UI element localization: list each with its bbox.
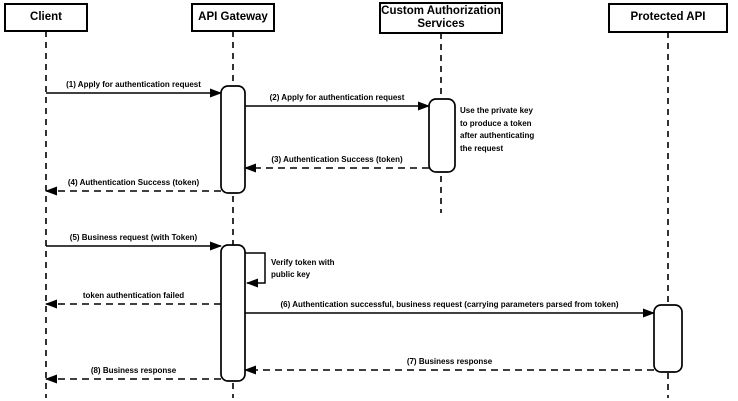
actor-title-client: Client [30,10,62,23]
actor-box-custom-authorization-services [379,2,503,34]
note-text: Use the private key to produce a token a… [460,106,535,153]
message-label-6: token authentication failed [82,291,185,300]
actor-box-client [4,3,88,32]
message-label-9: (8) Business response [90,366,177,375]
activation-bar-0 [220,85,246,194]
activation-bar-1 [428,98,456,173]
activation-bar-3 [653,304,683,373]
actor-box-api-gateway [191,3,275,32]
message-label-8: (7) Business response [406,357,493,366]
self-message-line [245,252,266,288]
message-label-2: (3) Authentication Success (token) [271,155,403,164]
message-label-1: (2) Apply for authentication request [269,93,405,102]
actor-box-protected-api [608,3,728,33]
message-label-3: (4) Authentication Success (token) [67,178,200,187]
message-label-7: (6) Authentication successful, business … [280,300,619,309]
message-label-4: (5) Business request (with Token) [69,233,198,242]
message-label-0: (1) Apply for authentication request [66,80,201,89]
actor-title-custom-authorization-services: Custom Authorization Services [381,4,501,31]
actor-title-protected-api: Protected API [630,11,706,24]
self-message-label: Verify token with public key [271,258,335,279]
actor-title-api-gateway: API Gateway [198,10,268,23]
activation-bar-2 [220,244,246,382]
